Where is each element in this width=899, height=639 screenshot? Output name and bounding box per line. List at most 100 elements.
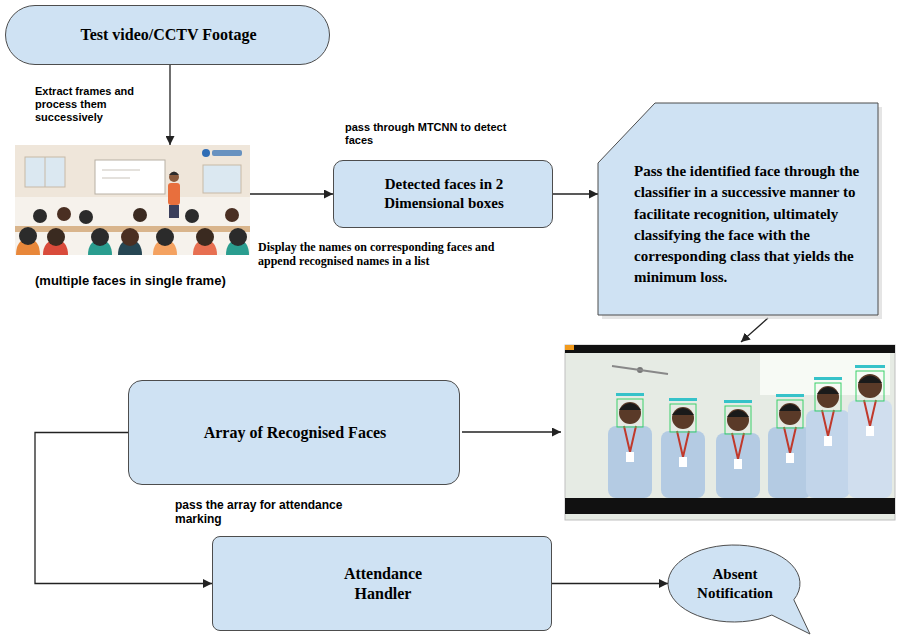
student-figure [661,431,705,498]
student-figure [732,433,744,459]
student-figure [858,376,882,384]
classroom-illustration [57,207,71,221]
classroom-illustration [196,228,214,246]
recognition-photo [565,345,895,520]
student-figure [817,386,839,408]
classroom-illustration [185,209,199,223]
node-text: Pass the identified face through the cla… [634,161,870,289]
student-figure [670,404,696,432]
student-figure [824,436,832,446]
annotation-label: Display the names on corresponding faces… [258,240,526,269]
classroom-illustration [47,228,65,246]
classroom-illustration [45,157,46,187]
leader-arrow [741,318,768,342]
classroom-illustration [79,210,93,224]
bubble-outline [668,545,810,634]
student-figure [786,453,794,463]
student-figure [624,426,636,452]
classroom-illustration [19,227,37,245]
classroom-illustration [168,183,180,205]
node-text: Test video/CCTV Footage [81,25,257,45]
student-figure [608,426,652,498]
classroom-illustration [229,228,247,246]
node-text: Array of Recognised Faces [204,423,387,443]
student-figure [716,433,760,498]
classroom-illustration [121,228,139,246]
classroom-illustration [102,170,140,171]
student-figure [779,403,801,425]
node-text: Attendance Handler [326,564,441,604]
student-figure [619,403,641,410]
classroom-illustration [133,208,147,222]
callout-outline [598,103,878,315]
student-figure [716,400,760,498]
student-figure [806,377,850,498]
student-figure [848,365,892,498]
student-figure [679,457,687,467]
classroom-illustration [15,145,250,197]
process-box: Detected faces in 2 Dimensional boxes [333,160,553,228]
leader-arrow [462,431,561,432]
student-figure [864,400,876,426]
notification-bubble: Absent Notification [668,545,800,622]
student-figure [616,393,644,396]
flow-arrow [250,193,333,194]
node-text: (multiple faces in single frame) [35,273,226,289]
student-figure [856,371,884,401]
student-figure [617,399,643,427]
flow-arrow [553,193,598,194]
recognition-photo [565,345,895,520]
recognition-photo [565,498,895,514]
leader-arrow [462,318,768,432]
classroom-illustration [95,160,165,194]
student-figure [779,404,801,411]
student-figure [619,402,641,424]
student-figure [672,407,694,429]
student-figure [768,394,812,498]
annotation-label: Extract frames and process them successi… [35,85,145,125]
student-figure [661,398,705,498]
student-figure [777,400,803,428]
image-node: (multiple faces in single frame) [15,145,250,292]
student-figure [855,365,885,368]
student-figure [866,426,874,436]
classroom-illustration [225,208,239,222]
student-figure [727,410,749,417]
classroom-illustration [102,178,130,179]
classroom-illustration [169,172,179,176]
classroom-illustration [91,228,109,246]
student-figure [626,452,634,462]
student-figure [725,406,751,434]
flow-arrow [169,65,170,145]
classroom-illustration [169,205,179,218]
flow-arrow [552,583,668,584]
student-figure [806,410,850,498]
student-figure [814,377,842,380]
classroom-illustration [15,145,250,255]
classroom-illustration [25,157,65,187]
student-figure [848,400,892,498]
node-text: Detected faces in 2 Dimensional boxes [349,175,539,213]
student-figure [784,427,796,453]
annotation-label: pass the array for attendance marking [175,498,385,527]
classroom-illustration [203,165,241,193]
student-figure [677,431,689,457]
student-figure [727,409,749,431]
student-figure [822,410,834,436]
recognition-photo [565,345,895,353]
student-figure [768,427,812,498]
process-box: Array of Recognised Faces [128,380,460,485]
student-figure [669,398,697,401]
student-figure [672,408,694,415]
student-figure [858,374,882,398]
annotation-label: pass through MTCNN to detect faces [345,121,520,147]
student-figure [724,400,752,403]
student-figure [734,459,742,469]
recognition-photo [612,366,668,374]
node-text: Absent Notification [680,565,790,603]
start-terminal: Test video/CCTV Footage [5,5,330,65]
callout-note: Pass the identified face through the cla… [598,103,878,315]
student-figure [608,393,652,498]
bubble-outline [668,545,800,622]
